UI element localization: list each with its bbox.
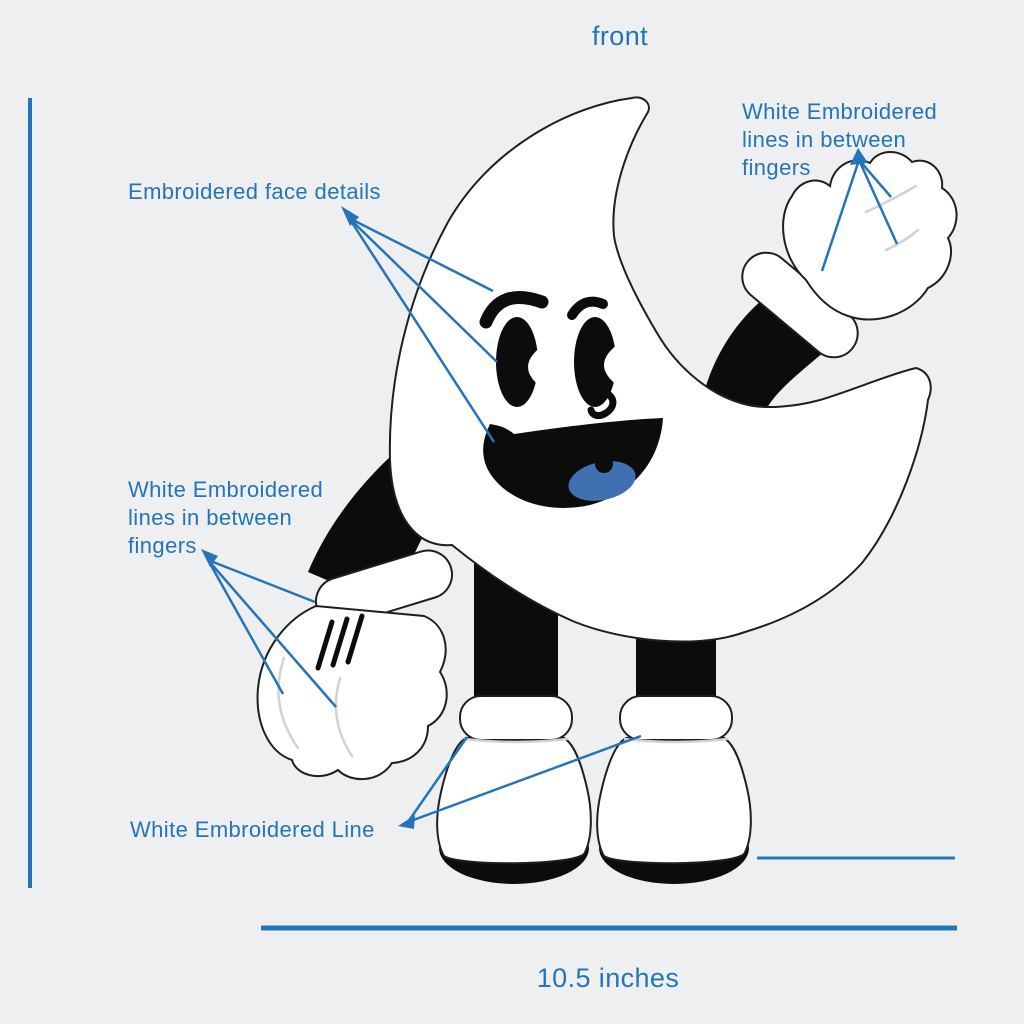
right-shoe-body xyxy=(596,737,752,865)
left-eye xyxy=(496,317,538,407)
right-hand-leader-lines xyxy=(820,148,899,272)
left-shoe-cuff xyxy=(459,695,573,741)
nose xyxy=(585,388,617,420)
right-mitten xyxy=(782,151,958,321)
face-leader-arrowhead xyxy=(341,206,359,226)
left-eyebrow xyxy=(479,291,549,329)
face-annotation: Embroidered face details xyxy=(128,179,381,204)
right-eye-highlight xyxy=(604,340,624,390)
left-hand-leader-arrowhead xyxy=(201,549,218,567)
right-eye xyxy=(574,317,616,407)
embroidered-face xyxy=(479,291,663,508)
left-hand-annotation: White Embroidered lines in between finge… xyxy=(128,477,324,558)
left-shoe xyxy=(436,695,592,884)
left-finger-embroidery-line-1 xyxy=(277,656,300,750)
tongue xyxy=(568,461,636,501)
right-finger-embroidery-line-1 xyxy=(864,184,918,214)
dimension-lines xyxy=(28,98,957,931)
tongue-notch xyxy=(595,455,613,473)
right-finger-embroidery-line-2 xyxy=(884,228,920,252)
left-shoe-embroidery-line xyxy=(463,737,569,744)
shoe-leader-arrowhead xyxy=(398,815,415,829)
width-dimension-label: 10.5 inches xyxy=(536,963,680,993)
left-finger-embroidery-line-2 xyxy=(334,676,354,758)
moon-character xyxy=(256,96,958,884)
right-shoe-cuff xyxy=(619,695,733,741)
shoe-annotation: White Embroidered Line xyxy=(130,817,375,842)
left-hand-leader-lines xyxy=(201,549,337,708)
left-mitten xyxy=(256,604,448,781)
crescent-moon-body xyxy=(388,96,932,643)
right-shoe-embroidery-line xyxy=(623,737,729,744)
left-eye-highlight xyxy=(528,342,548,392)
right-shoe xyxy=(596,695,752,884)
face-leader-lines xyxy=(341,206,498,443)
shoe-leader-lines xyxy=(398,734,642,829)
right-hand-annotation: White Embroidered lines in between finge… xyxy=(742,99,938,180)
right-hand-leader-arrowhead xyxy=(850,148,868,165)
leader-lines xyxy=(201,148,899,829)
left-glove-stripes xyxy=(315,613,365,671)
right-eyebrow xyxy=(567,296,608,320)
view-label: front xyxy=(591,21,649,51)
left-shoe-body xyxy=(436,737,592,865)
